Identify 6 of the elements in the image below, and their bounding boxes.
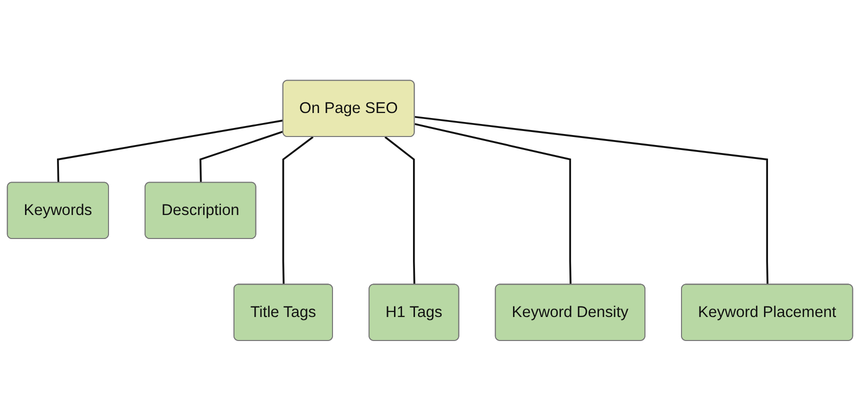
connector: [414, 122, 572, 284]
connector: [384, 136, 416, 284]
connector: [282, 136, 314, 284]
connector: [414, 116, 768, 284]
connector: [56, 119, 284, 182]
connector: [200, 130, 284, 182]
